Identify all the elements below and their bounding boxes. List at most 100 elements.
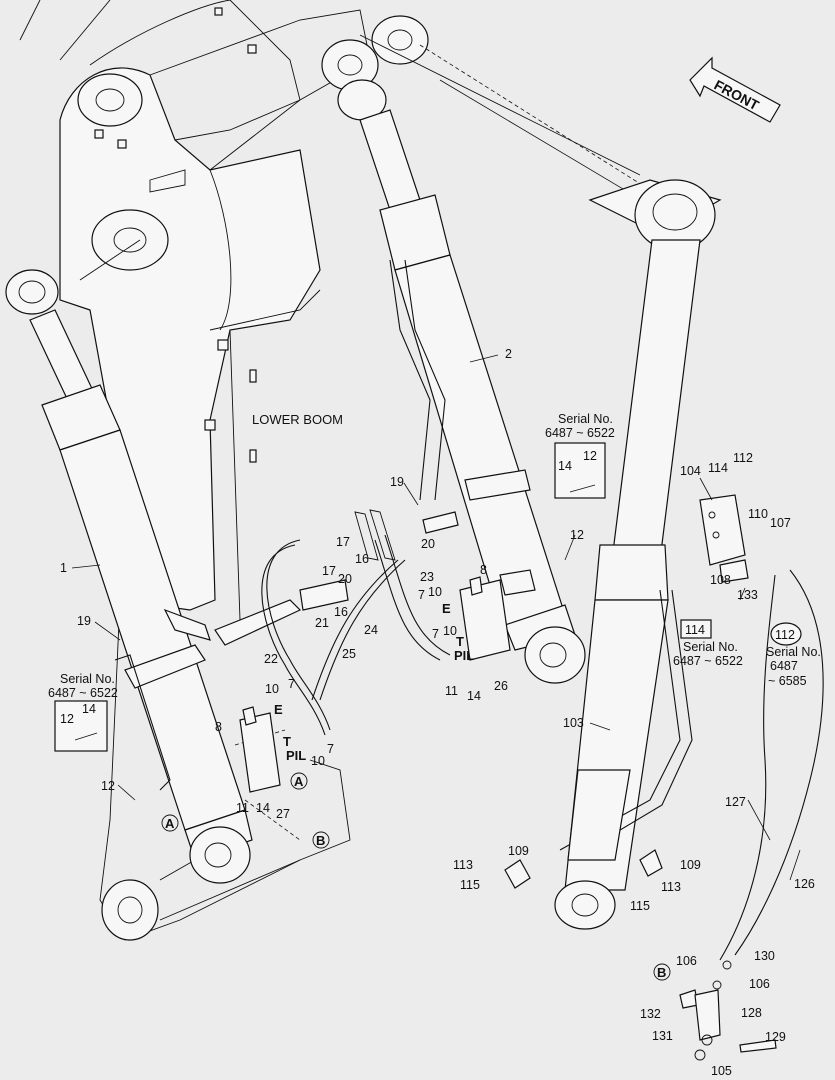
callout-113b: 113 [661, 880, 681, 894]
serial-left-title: Serial No. [60, 672, 115, 686]
blocks-26-27 [239, 576, 511, 793]
serial-114-range: 6487 ~ 6522 [673, 654, 743, 668]
callout-16b: 16 [355, 552, 369, 566]
front-arrow: FRONT [689, 56, 781, 123]
marker-t-left: T [283, 734, 291, 749]
callout-115a: 115 [460, 878, 480, 892]
callout-7d: 7 [327, 742, 334, 756]
callout-1: 1 [60, 561, 67, 575]
callout-23: 23 [420, 570, 434, 584]
serial-mid-title: Serial No. [558, 412, 613, 426]
boom-cylinder-left [5, 269, 253, 884]
callout-106b: 106 [749, 977, 770, 991]
serial-112-part: 112 [775, 628, 795, 642]
serial-left-p1: 12 [60, 712, 74, 726]
callout-19a: 19 [77, 614, 91, 628]
callout-109b: 109 [680, 858, 701, 872]
callout-129: 129 [765, 1030, 786, 1044]
callout-10c: 10 [443, 624, 457, 638]
marker-e-mid: E [442, 601, 451, 616]
callout-104: 104 [680, 464, 701, 478]
callout-7c: 7 [432, 627, 439, 641]
serial-mid-p2: 12 [583, 449, 597, 463]
callout-110: 110 [748, 507, 768, 521]
callout-27: 27 [276, 807, 290, 821]
callout-107: 107 [770, 516, 791, 530]
letter-markers: A A B B E E T PIL T PIL [161, 601, 671, 981]
callout-114: 114 [708, 461, 728, 475]
marker-a-left: A [165, 816, 175, 831]
callout-24: 24 [364, 623, 378, 637]
callout-7b: 7 [418, 588, 425, 602]
callout-11b: 11 [445, 684, 458, 698]
marker-pil-mid: PIL [454, 648, 474, 663]
serial-box-112: 112 Serial No. 6487 ~ 6585 [766, 622, 821, 688]
serial-box-left: Serial No. 6487 ~ 6522 12 14 [48, 672, 118, 752]
part-callouts: 1 2 7 7 7 7 8 8 10 10 10 10 11 11 12 12 … [60, 347, 815, 1078]
callout-105: 105 [711, 1064, 732, 1078]
callout-10d: 10 [311, 754, 325, 768]
leader-lines [71, 354, 801, 881]
fittings-bottom-right [504, 849, 777, 1061]
serial-112-range2: ~ 6585 [768, 674, 807, 688]
callout-130: 130 [754, 949, 775, 963]
callout-133: 133 [737, 588, 758, 602]
callout-17a: 17 [322, 564, 336, 578]
marker-pil-left: PIL [286, 748, 306, 763]
serial-114-part: 114 [685, 623, 705, 637]
serial-112-title: Serial No. [766, 645, 821, 659]
callout-8a: 8 [215, 720, 222, 734]
callout-106a: 106 [676, 954, 697, 968]
callout-10b: 10 [428, 585, 442, 599]
callout-108: 108 [710, 573, 731, 587]
callout-7a: 7 [288, 677, 295, 691]
callout-11a: 11 [236, 801, 249, 815]
boom-cylinder-middle [337, 79, 586, 684]
serial-mid-p1: 14 [558, 459, 572, 473]
callout-10a: 10 [265, 682, 279, 696]
callout-22: 22 [264, 652, 278, 666]
marker-b-middle: B [316, 833, 325, 848]
callout-19b: 19 [390, 475, 404, 489]
callout-12b: 12 [570, 528, 584, 542]
serial-112-range1: 6487 [770, 659, 798, 673]
callout-113a: 113 [453, 858, 473, 872]
callout-20b: 20 [421, 537, 435, 551]
callout-128: 128 [741, 1006, 762, 1020]
callout-17b: 17 [336, 535, 350, 549]
callout-127: 127 [725, 795, 746, 809]
callout-20a: 20 [338, 572, 352, 586]
marker-b-bottom: B [657, 965, 666, 980]
callout-132: 132 [640, 1007, 661, 1021]
pilot-hoses [261, 509, 459, 736]
marker-t-mid: T [456, 634, 464, 649]
callout-21: 21 [315, 616, 329, 630]
callout-2: 2 [505, 347, 512, 361]
callout-8b: 8 [480, 563, 487, 577]
serial-mid-range: 6487 ~ 6522 [545, 426, 615, 440]
callout-26: 26 [494, 679, 508, 693]
callout-12a: 12 [101, 779, 115, 793]
serial-114-title: Serial No. [683, 640, 738, 654]
callout-25: 25 [342, 647, 356, 661]
hoses-126-127 [719, 569, 824, 961]
callout-126: 126 [794, 877, 815, 891]
callout-112: 112 [733, 451, 753, 465]
boom-cylinder-right [554, 179, 716, 930]
serial-box-mid: Serial No. 6487 ~ 6522 14 12 [545, 412, 615, 499]
valve-block-104 [699, 494, 749, 583]
serial-box-114: 114 Serial No. 6487 ~ 6522 [673, 619, 743, 668]
lower-boom-label: LOWER BOOM [252, 412, 343, 427]
callout-131: 131 [652, 1029, 673, 1043]
serial-left-p2: 14 [82, 702, 96, 716]
marker-e-left: E [274, 702, 283, 717]
callout-103: 103 [563, 716, 584, 730]
callout-115b: 115 [630, 899, 650, 913]
callout-14a: 14 [256, 801, 270, 815]
marker-a-right: A [294, 774, 304, 789]
callout-16a: 16 [334, 605, 348, 619]
callout-14b: 14 [467, 689, 481, 703]
callout-109a: 109 [508, 844, 529, 858]
